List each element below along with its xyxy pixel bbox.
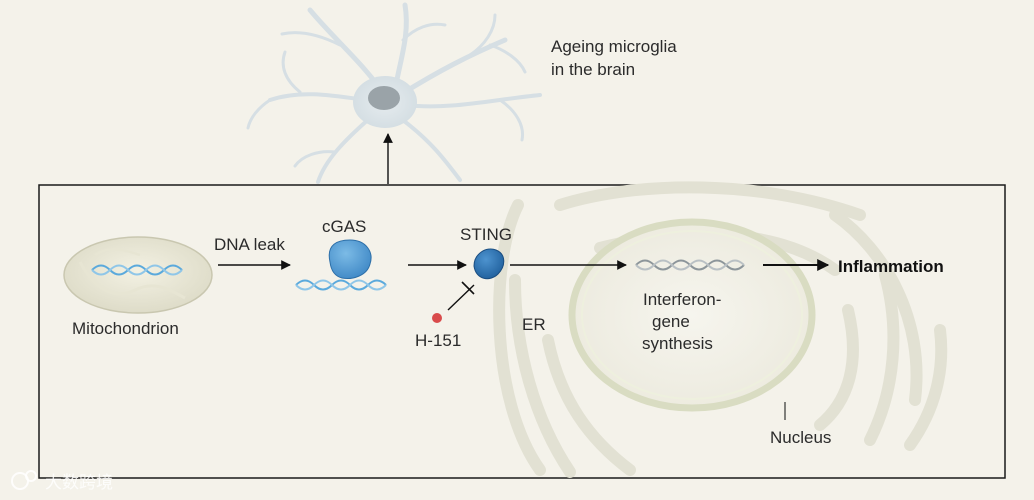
dna-leak-label: DNA leak xyxy=(214,235,285,254)
interferon-label-line2: gene xyxy=(652,312,690,331)
er-label: ER xyxy=(522,315,546,334)
inflammation-label: Inflammation xyxy=(838,257,944,276)
dna-helix-icon xyxy=(635,259,745,271)
inhibitor-dot-icon xyxy=(432,313,442,323)
microglia-label-line1: Ageing microglia xyxy=(551,37,677,56)
dna-helix-icon xyxy=(91,264,183,276)
microglia-cell-icon xyxy=(246,2,542,184)
watermark: 大数跨境 xyxy=(11,470,113,493)
dna-helix-icon xyxy=(295,279,387,291)
nucleus-label: Nucleus xyxy=(770,428,831,447)
h151-label: H-151 xyxy=(415,331,461,350)
sting-protein-icon xyxy=(473,248,505,280)
interferon-label-line1: Interferon- xyxy=(643,290,721,309)
mitochondrion-label: Mitochondrion xyxy=(72,319,179,338)
inhibition-bar xyxy=(461,281,475,295)
cgas-label: cGAS xyxy=(322,217,366,236)
nucleus-icon xyxy=(568,218,816,412)
cgas-protein-icon xyxy=(328,239,372,279)
sting-label: STING xyxy=(460,225,512,244)
interferon-label-line3: synthesis xyxy=(642,334,713,353)
watermark-text: 大数跨境 xyxy=(45,473,113,493)
microglia-label-line2: in the brain xyxy=(551,60,635,79)
